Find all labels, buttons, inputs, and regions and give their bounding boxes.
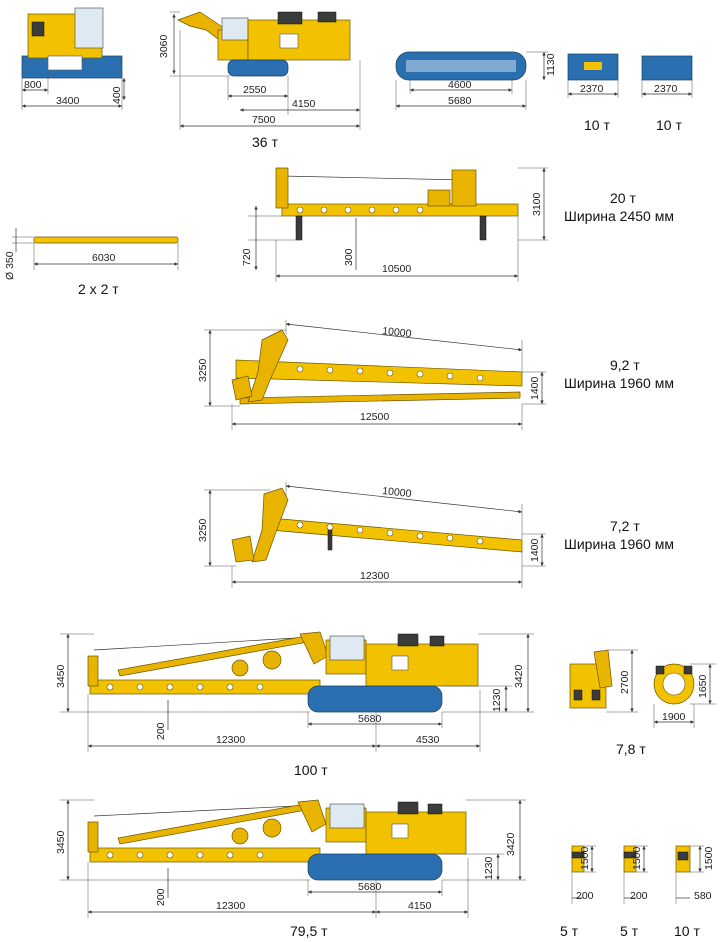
- w3-height-label: 1500: [703, 846, 715, 870]
- mast-len-label: 10500: [382, 263, 411, 275]
- weight-block-1: [571, 845, 596, 904]
- rig100-height-label: 3450: [55, 664, 67, 688]
- boom1-len-label: 12500: [360, 411, 389, 423]
- w2-height-label: 1500: [631, 846, 643, 870]
- boom1-top-label: 10000: [382, 325, 412, 340]
- front-height-label: 400: [111, 86, 123, 104]
- cw2-weight-label: 10 т: [656, 117, 682, 133]
- w2-width-label: 200: [630, 890, 648, 902]
- rig100-h2-label: 3420: [513, 664, 525, 688]
- rig79-low-label: 200: [155, 888, 167, 906]
- pipe-weight-label: 2 x 2 т: [78, 281, 119, 297]
- aux-height-label: 2700: [619, 670, 631, 694]
- front-side-label: 800: [24, 79, 42, 91]
- side-a-label: 2550: [243, 84, 267, 96]
- w1-height-label: 1500: [579, 846, 591, 870]
- rig100-track-label: 5680: [358, 713, 382, 725]
- mast-height-label: 3100: [531, 192, 543, 216]
- rig100-len-label: 12300: [216, 734, 245, 746]
- rig79-len-label: 12300: [216, 900, 245, 912]
- boom2-top-label: 10000: [382, 485, 412, 500]
- track-len-label: 4600: [448, 79, 472, 91]
- rig79-h3-label: 1230: [483, 856, 495, 880]
- crawler-track: [395, 51, 548, 110]
- cw1-weight-label: 10 т: [584, 117, 610, 133]
- aux-h2-label: 1650: [697, 674, 709, 698]
- rig79-weight-label: 79,5 т: [290, 923, 328, 939]
- rig-transport-100t: [60, 631, 534, 752]
- boom2-h2-label: 1400: [529, 538, 541, 562]
- rig-transport-79t: [60, 799, 526, 918]
- w1-weight-label: 5 т: [560, 923, 579, 939]
- boom1-weight-label: 9,2 т: [610, 357, 640, 373]
- weight-block-2: [623, 845, 648, 904]
- boom1-h2-label: 1400: [529, 376, 541, 400]
- pipe-diameter-label: Ø 350: [4, 251, 16, 280]
- mast-h3-label: 300: [343, 248, 355, 266]
- w2-weight-label: 5 т: [620, 923, 639, 939]
- drill-tool-aux: [569, 649, 716, 728]
- rig79-track-label: 5680: [358, 881, 382, 893]
- w1-width-label: 200: [576, 890, 594, 902]
- boom2-len-label: 12300: [360, 570, 389, 582]
- mast-assembly: [248, 167, 548, 282]
- track-height-label: 1130: [545, 53, 557, 76]
- front-width-label: 3400: [56, 95, 80, 107]
- side-total-label: 7500: [252, 114, 276, 126]
- mast-width-label: Ширина 2450 мм: [564, 208, 674, 224]
- mast-h2-label: 720: [241, 248, 253, 266]
- aux-width-label: 1900: [662, 711, 686, 723]
- cw2-width-label: 2370: [654, 83, 678, 95]
- rig100-h3-label: 1230: [491, 688, 503, 712]
- boom1-width-label: Ширина 1960 мм: [564, 375, 674, 391]
- w3-width-label: 580: [694, 890, 712, 902]
- boom-assembly-2: [204, 482, 546, 588]
- boom2-weight-label: 7,2 т: [610, 518, 640, 534]
- rig79-rear-label: 4150: [408, 900, 432, 912]
- base-machine-side-view: [170, 11, 361, 130]
- counterweight-1: [567, 53, 619, 98]
- mast-weight-label: 20 т: [610, 190, 636, 206]
- side-height-label: 3060: [158, 34, 170, 58]
- boom1-height-label: 3250: [197, 358, 209, 382]
- base-machine-front-view: [21, 7, 126, 110]
- aux-weight-label: 7,8 т: [616, 741, 646, 757]
- weight-block-3: [675, 845, 704, 904]
- base-weight-label: 36 т: [252, 134, 278, 150]
- kelly-pipe: [12, 228, 179, 270]
- rig79-height-label: 3450: [55, 830, 67, 854]
- rig100-weight-label: 100 т: [294, 762, 328, 778]
- counterweight-2: [641, 55, 693, 98]
- boom2-width-label: Ширина 1960 мм: [564, 536, 674, 552]
- cw1-width-label: 2370: [580, 83, 604, 95]
- w3-weight-label: 10 т: [674, 923, 700, 939]
- side-b-label: 4150: [292, 98, 316, 110]
- boom2-height-label: 3250: [197, 518, 209, 542]
- rig79-h2-label: 3420: [505, 832, 517, 856]
- track-total-label: 5680: [448, 95, 472, 107]
- boom-assembly-1: [204, 320, 546, 430]
- rig100-low-label: 200: [155, 722, 167, 740]
- pipe-len-label: 6030: [92, 252, 116, 264]
- rig100-rear-label: 4530: [416, 734, 440, 746]
